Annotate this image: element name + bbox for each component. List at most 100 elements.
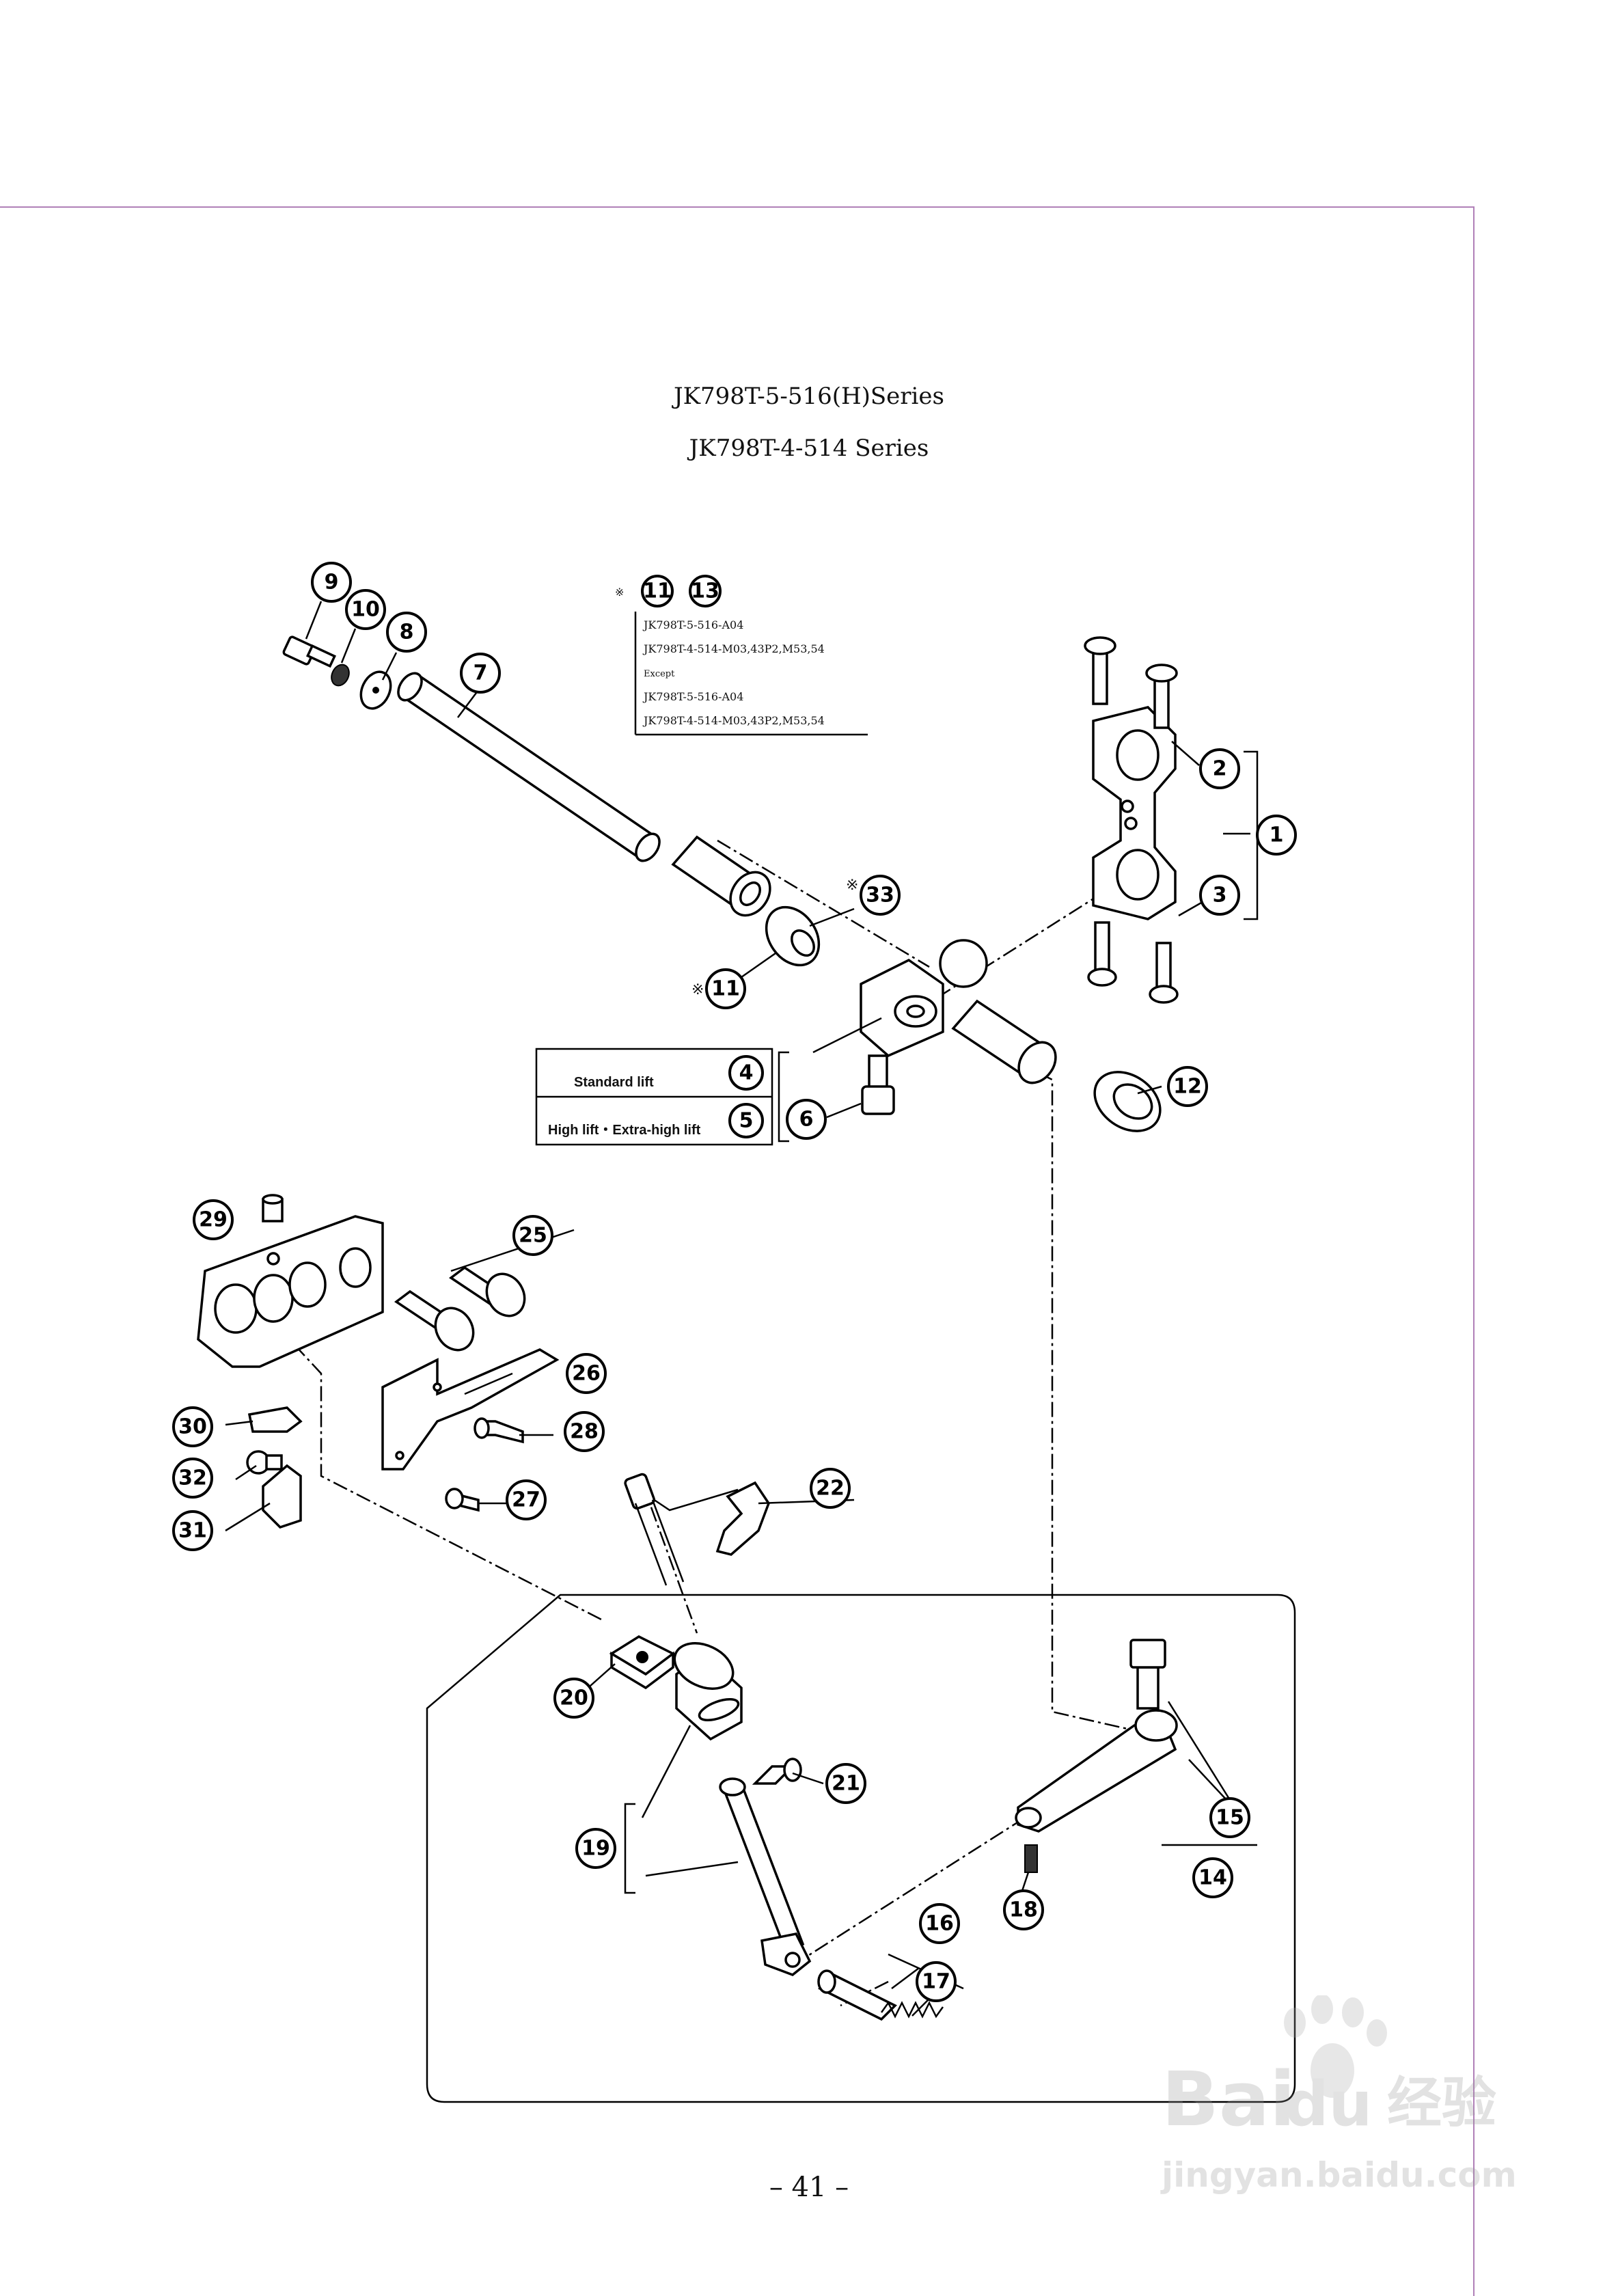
callout-18: 18 — [1003, 1889, 1044, 1930]
lock-washer-10-part — [331, 664, 350, 687]
screw-6-part — [861, 1054, 895, 1115]
svg-text:28: 28 — [570, 1420, 599, 1444]
svg-text:9: 9 — [325, 571, 339, 594]
svg-text:27: 27 — [512, 1488, 540, 1512]
screws-25-part — [394, 1266, 526, 1352]
bolt-15-part — [1129, 1639, 1166, 1710]
svg-text:30: 30 — [178, 1415, 207, 1439]
callout-15: 15 — [1209, 1797, 1250, 1838]
assembly-line — [1038, 1071, 1128, 1730]
baidu-watermark-logo: Bai du 经验 jingyan.baidu.com — [1160, 1995, 1517, 2195]
screw-9-part — [282, 636, 337, 668]
svg-text:4: 4 — [739, 1061, 754, 1085]
svg-text:18: 18 — [1009, 1898, 1038, 1922]
callout-21: 21 — [825, 1763, 866, 1804]
rod-22-part — [634, 1499, 685, 1586]
note-line-4: JK798T-5-516-A04 — [642, 690, 743, 703]
plate-26-part — [381, 1348, 560, 1471]
assembly-line — [915, 880, 1121, 1013]
callout-28: 28 — [564, 1411, 605, 1452]
svg-text:15: 15 — [1216, 1806, 1244, 1830]
svg-text:12: 12 — [1173, 1075, 1202, 1099]
note-line-3: Except — [644, 669, 675, 679]
screw-27-part — [445, 1488, 480, 1512]
collar-right-part — [951, 999, 1057, 1084]
note-box: ※ JK798T-5-516-A04 JK798T-4-514-M03,43P2… — [615, 586, 868, 736]
svg-text:6: 6 — [799, 1108, 814, 1132]
callout-26: 26 — [566, 1353, 607, 1394]
callout-27: 27 — [506, 1479, 547, 1520]
asterisk-11: ※ — [691, 981, 704, 998]
note-line-5: JK798T-4-514-M03,43P2,M53,54 — [642, 714, 825, 727]
svg-text:32: 32 — [178, 1466, 207, 1490]
paw-icon — [1284, 1995, 1387, 2098]
lift-table: Standard lift High lift・Extra-high lift — [535, 1048, 773, 1146]
rod-19-part — [719, 1777, 812, 1976]
callout-16: 16 — [919, 1903, 960, 1944]
svg-text:11: 11 — [643, 579, 672, 603]
bracket-1-3 — [1244, 750, 1259, 920]
callout-11: 11 — [705, 968, 746, 1009]
callout-2: 2 — [1199, 748, 1240, 789]
callout-note-11: 11 — [641, 575, 674, 607]
svg-text:26: 26 — [572, 1362, 601, 1386]
callout-22: 22 — [810, 1468, 851, 1509]
block-20-part — [609, 1635, 676, 1690]
pin-16-part — [817, 1969, 897, 2021]
screw-21-part — [752, 1758, 802, 1785]
screw-28-part — [474, 1417, 524, 1444]
page-frame-top — [0, 206, 1475, 208]
arm-15-part — [1015, 1709, 1178, 1833]
assembly-enclosure — [426, 1594, 1296, 2103]
svg-text:33: 33 — [866, 884, 894, 907]
svg-text:11: 11 — [711, 977, 740, 1001]
callout-19: 19 — [575, 1828, 616, 1869]
note-line-2: JK798T-4-514-M03,43P2,M53,54 — [642, 642, 825, 655]
watermark-cn: 经验 — [1387, 2071, 1496, 2135]
watermark-brand-2: du — [1285, 2068, 1373, 2140]
note-line-1: JK798T-5-516-A04 — [642, 618, 743, 631]
page-frame-right — [1473, 206, 1475, 2296]
bracket-19 — [624, 1803, 635, 1894]
clip-31-part — [262, 1464, 302, 1529]
svg-text:5: 5 — [739, 1109, 754, 1133]
callout-6: 6 — [786, 1099, 827, 1140]
svg-text:2: 2 — [1213, 757, 1227, 781]
callout-8: 8 — [386, 612, 427, 653]
svg-text:10: 10 — [351, 598, 380, 622]
screws-3-part — [1087, 921, 1179, 1004]
watermark-brand: Bai — [1162, 2055, 1295, 2143]
callout-5: 5 — [728, 1103, 764, 1138]
assembly-line — [276, 1325, 602, 1621]
svg-text:17: 17 — [922, 1970, 950, 1994]
callout-31: 31 — [172, 1510, 213, 1551]
screws-2-part — [1084, 636, 1178, 729]
svg-text:22: 22 — [816, 1477, 845, 1501]
svg-text:16: 16 — [925, 1912, 954, 1936]
note-asterisk: ※ — [615, 586, 624, 599]
svg-text:31: 31 — [178, 1519, 207, 1543]
bearing-12-part — [1093, 1071, 1162, 1132]
svg-text:21: 21 — [832, 1772, 860, 1796]
callout-33: 33 — [860, 875, 901, 916]
callout-9: 9 — [311, 562, 352, 603]
collar-part — [671, 835, 771, 917]
watermark-url: jingyan.baidu.com — [1160, 2155, 1517, 2195]
tab-30-part — [247, 1406, 303, 1433]
pin-29-part — [262, 1194, 284, 1222]
clamp-rod-1-part — [1092, 706, 1177, 920]
callout-32: 32 — [172, 1458, 213, 1499]
screw-32-part — [246, 1450, 283, 1475]
svg-text:13: 13 — [691, 579, 719, 603]
callout-29: 29 — [193, 1199, 234, 1240]
callout-14: 14 — [1192, 1857, 1233, 1898]
svg-text:25: 25 — [519, 1224, 547, 1248]
assembly-line — [717, 839, 930, 968]
callout-25: 25 — [512, 1215, 553, 1256]
svg-text:29: 29 — [199, 1208, 228, 1232]
collar-19-part — [673, 1642, 743, 1741]
callout-4: 4 — [728, 1055, 764, 1091]
series-title-2: JK798T-4-514 Series — [689, 435, 929, 462]
bracket-lift — [778, 1051, 789, 1143]
